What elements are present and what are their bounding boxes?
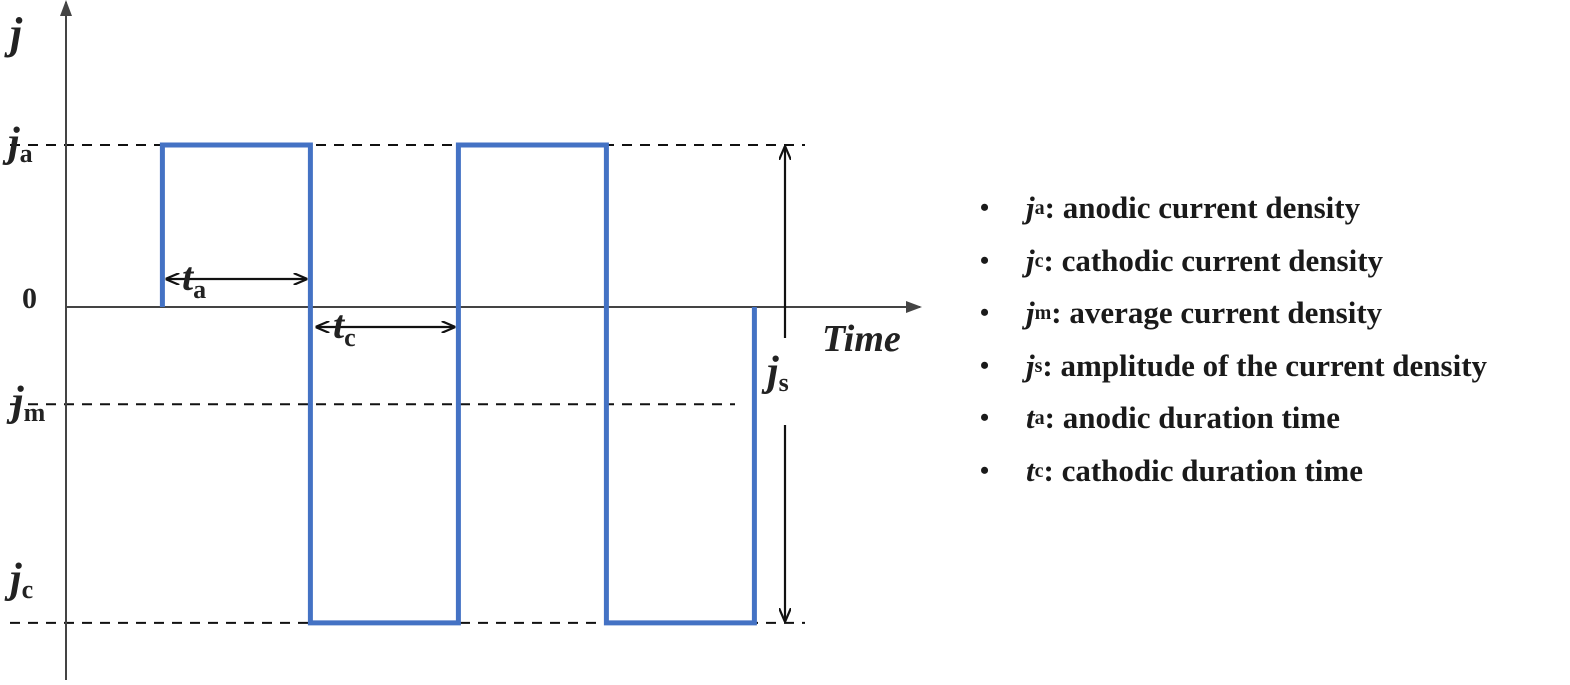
legend-subscript: s xyxy=(1034,354,1043,377)
x-axis-label: Time xyxy=(822,318,901,360)
bullet-icon: • xyxy=(980,193,990,223)
legend-subscript: a xyxy=(1034,197,1045,220)
legend-symbol: j xyxy=(1026,295,1035,331)
legend-subscript: c xyxy=(1034,459,1044,482)
pulse-waveform xyxy=(159,142,757,626)
ta-label: ta xyxy=(182,254,206,304)
legend-subscript: m xyxy=(1034,302,1052,325)
bullet-icon: • xyxy=(980,245,990,275)
tc-label: tc xyxy=(333,302,356,352)
legend-symbol: j xyxy=(1026,242,1035,278)
js-label: js xyxy=(761,349,789,397)
legend-text: : anodic current density xyxy=(1044,190,1361,226)
y-axis-label: j xyxy=(4,9,23,58)
legend-text: : anodic duration time xyxy=(1044,400,1340,436)
legend-symbol: t xyxy=(1026,400,1035,436)
legend-text: : average current density xyxy=(1051,295,1383,331)
bullet-icon: • xyxy=(980,455,990,485)
legend-symbol: j xyxy=(1026,347,1035,383)
jc-label: jc xyxy=(4,556,33,604)
jm-label: jm xyxy=(6,379,46,427)
legend-symbol: t xyxy=(1026,452,1035,488)
bullet-icon: • xyxy=(980,403,990,433)
legend-subscript: a xyxy=(1034,407,1045,430)
legend-subscript: c xyxy=(1034,249,1044,272)
bullet-icon: • xyxy=(980,350,990,380)
legend-symbol: j xyxy=(1026,190,1035,226)
legend-text: : amplitude of the current density xyxy=(1042,347,1488,383)
bullet-icon: • xyxy=(980,298,990,328)
legend-text: : cathodic duration time xyxy=(1043,452,1363,488)
zero-label: 0 xyxy=(22,282,37,315)
ja-label: ja xyxy=(2,120,33,168)
legend-text: : cathodic current density xyxy=(1043,242,1384,278)
